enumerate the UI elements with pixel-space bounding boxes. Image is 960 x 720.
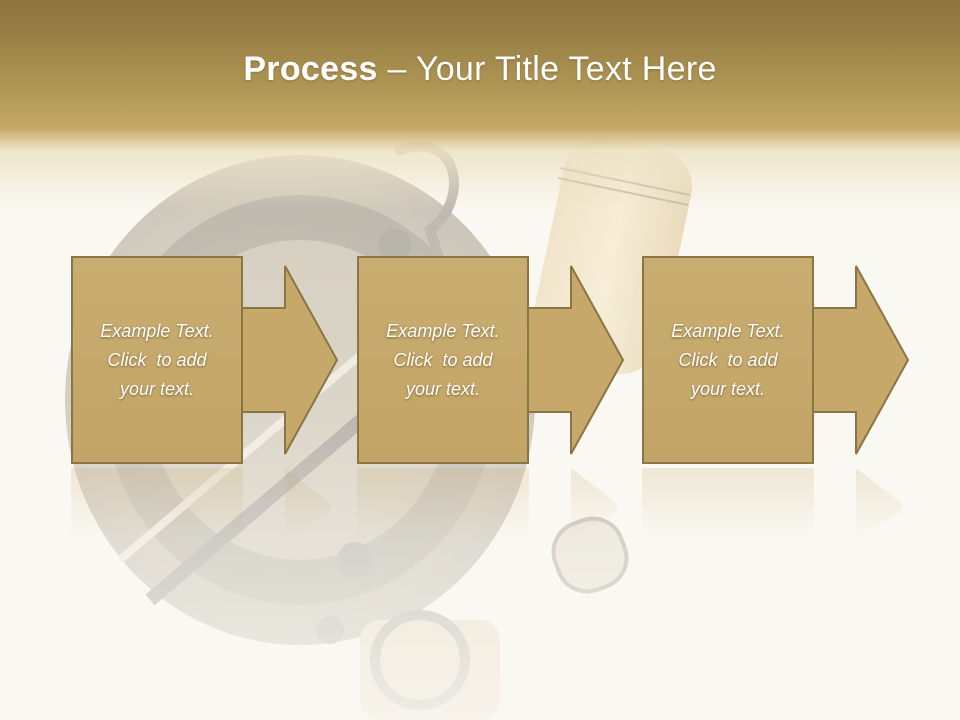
step-text: Example Text. Click to add your text. <box>653 317 803 404</box>
step-box[interactable]: Example Text. Click to add your text. <box>357 256 529 464</box>
step-reflection <box>357 468 617 538</box>
step-text: Example Text. Click to add your text. <box>82 317 232 404</box>
process-step-2: Example Text. Click to add your text. <box>357 256 717 556</box>
step-reflection <box>71 468 331 538</box>
step-text-line: Click to add <box>107 349 207 370</box>
step-box[interactable]: Example Text. Click to add your text. <box>71 256 243 464</box>
step-box[interactable]: Example Text. Click to add your text. <box>642 256 814 464</box>
page-title[interactable]: Process – Your Title Text Here <box>0 50 960 89</box>
step-text-line: Click to add <box>393 349 493 370</box>
step-reflection <box>642 468 902 538</box>
step-text-line: your text. <box>405 378 481 399</box>
step-text-line: Click to add <box>678 349 778 370</box>
title-rest: – Your Title Text Here <box>377 50 717 88</box>
step-text-line: Example Text. <box>100 320 214 341</box>
process-step-1: Example Text. Click to add your text. <box>71 256 431 556</box>
process-step-3: Example Text. Click to add your text. <box>642 256 960 556</box>
title-band <box>0 0 960 210</box>
step-text: Example Text. Click to add your text. <box>368 317 518 404</box>
title-bold: Process <box>243 50 378 88</box>
step-text-line: Example Text. <box>671 320 785 341</box>
step-text-line: your text. <box>119 378 195 399</box>
step-text-line: Example Text. <box>386 320 500 341</box>
step-text-line: your text. <box>690 378 766 399</box>
